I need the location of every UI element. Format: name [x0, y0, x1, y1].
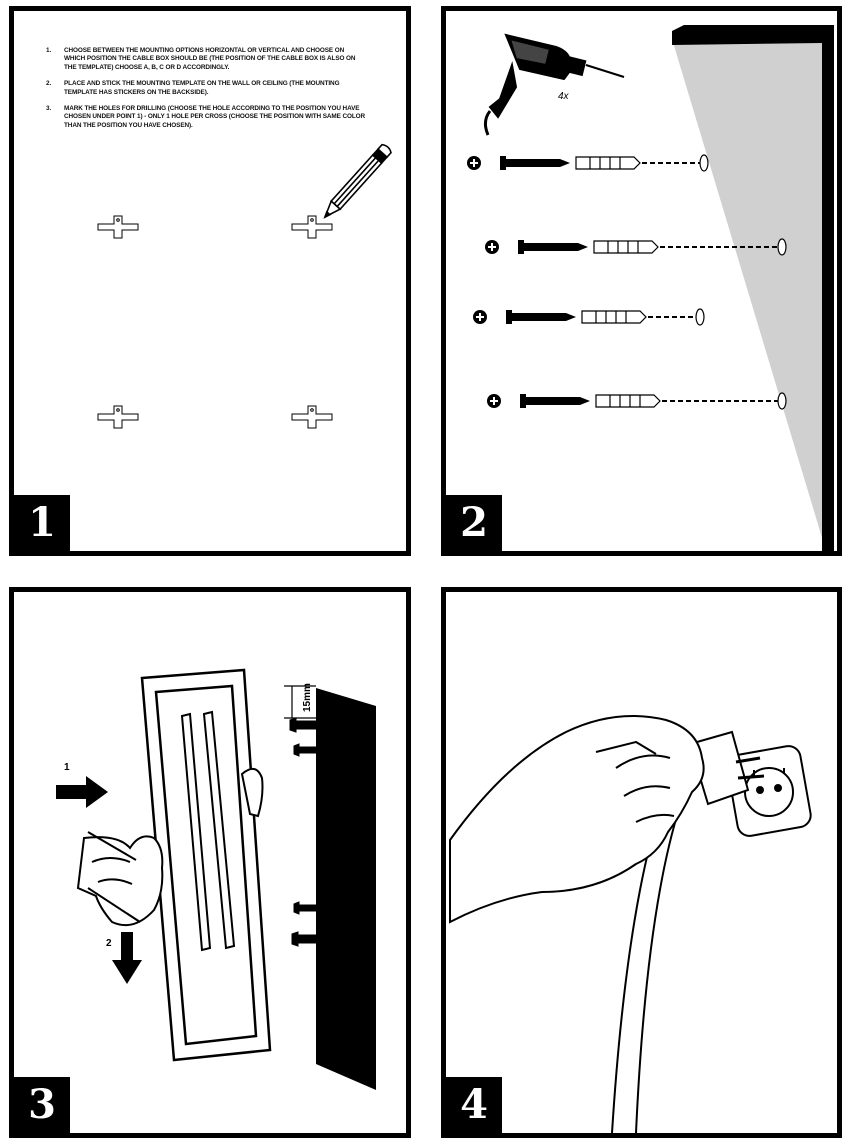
screw-row — [487, 392, 787, 410]
device-frame — [140, 668, 272, 1062]
cross-mark-top-left — [97, 215, 139, 239]
arrow-2-label: 2 — [106, 938, 112, 949]
step-number: 4 — [446, 1077, 502, 1133]
screw-row — [473, 308, 705, 326]
instruction-item: 1.CHOOSE BETWEEN THE MOUNTING OPTIONS HO… — [46, 47, 356, 71]
step-4-panel: 4 — [441, 587, 842, 1138]
distance-label: 15mm — [302, 683, 313, 712]
step-number: 1 — [14, 495, 70, 551]
arrow-1-label: 1 — [64, 762, 70, 773]
drill-count-label: 4x — [558, 91, 570, 102]
cross-mark-bottom-right — [291, 405, 333, 429]
wall — [316, 688, 376, 1090]
instruction-item: 3.MARK THE HOLES FOR DRILLING (CHOOSE TH… — [46, 105, 366, 129]
arrow-2-icon — [112, 932, 142, 984]
drill-icon — [483, 33, 625, 136]
step-3-panel: 1 2 15mm 3 — [9, 587, 411, 1138]
screws — [289, 717, 354, 947]
screw-row — [485, 238, 787, 256]
wall-socket-icon — [726, 745, 812, 837]
arrow-1-icon — [56, 776, 108, 808]
step-2-panel: 4x — [441, 6, 842, 556]
drilling-illustration: 4x — [467, 25, 836, 551]
instruction-item: 2.PLACE AND STICK THE MOUNTING TEMPLATE … — [46, 80, 340, 96]
device-slots — [180, 710, 236, 952]
mounting-illustration: 1 2 15mm — [56, 668, 376, 1090]
template-illustration — [97, 143, 392, 429]
cross-mark-top-right — [291, 215, 333, 239]
cables — [87, 831, 141, 923]
hand-bottom — [76, 835, 164, 926]
step-1-panel: 1.CHOOSE BETWEEN THE MOUNTING OPTIONS HO… — [9, 6, 411, 556]
instruction-list: 1.CHOOSE BETWEEN THE MOUNTING OPTIONS HO… — [46, 47, 366, 138]
distance-marker — [284, 685, 316, 719]
plug-illustration — [449, 715, 812, 1133]
screw-row — [467, 154, 709, 172]
step-number: 2 — [446, 495, 502, 551]
step-number: 3 — [14, 1077, 70, 1133]
wall — [672, 25, 836, 551]
plug-icon — [688, 730, 765, 806]
pencil-icon — [323, 143, 392, 219]
hand-top — [240, 767, 264, 818]
cross-mark-bottom-left — [97, 405, 139, 429]
hand — [449, 715, 705, 924]
